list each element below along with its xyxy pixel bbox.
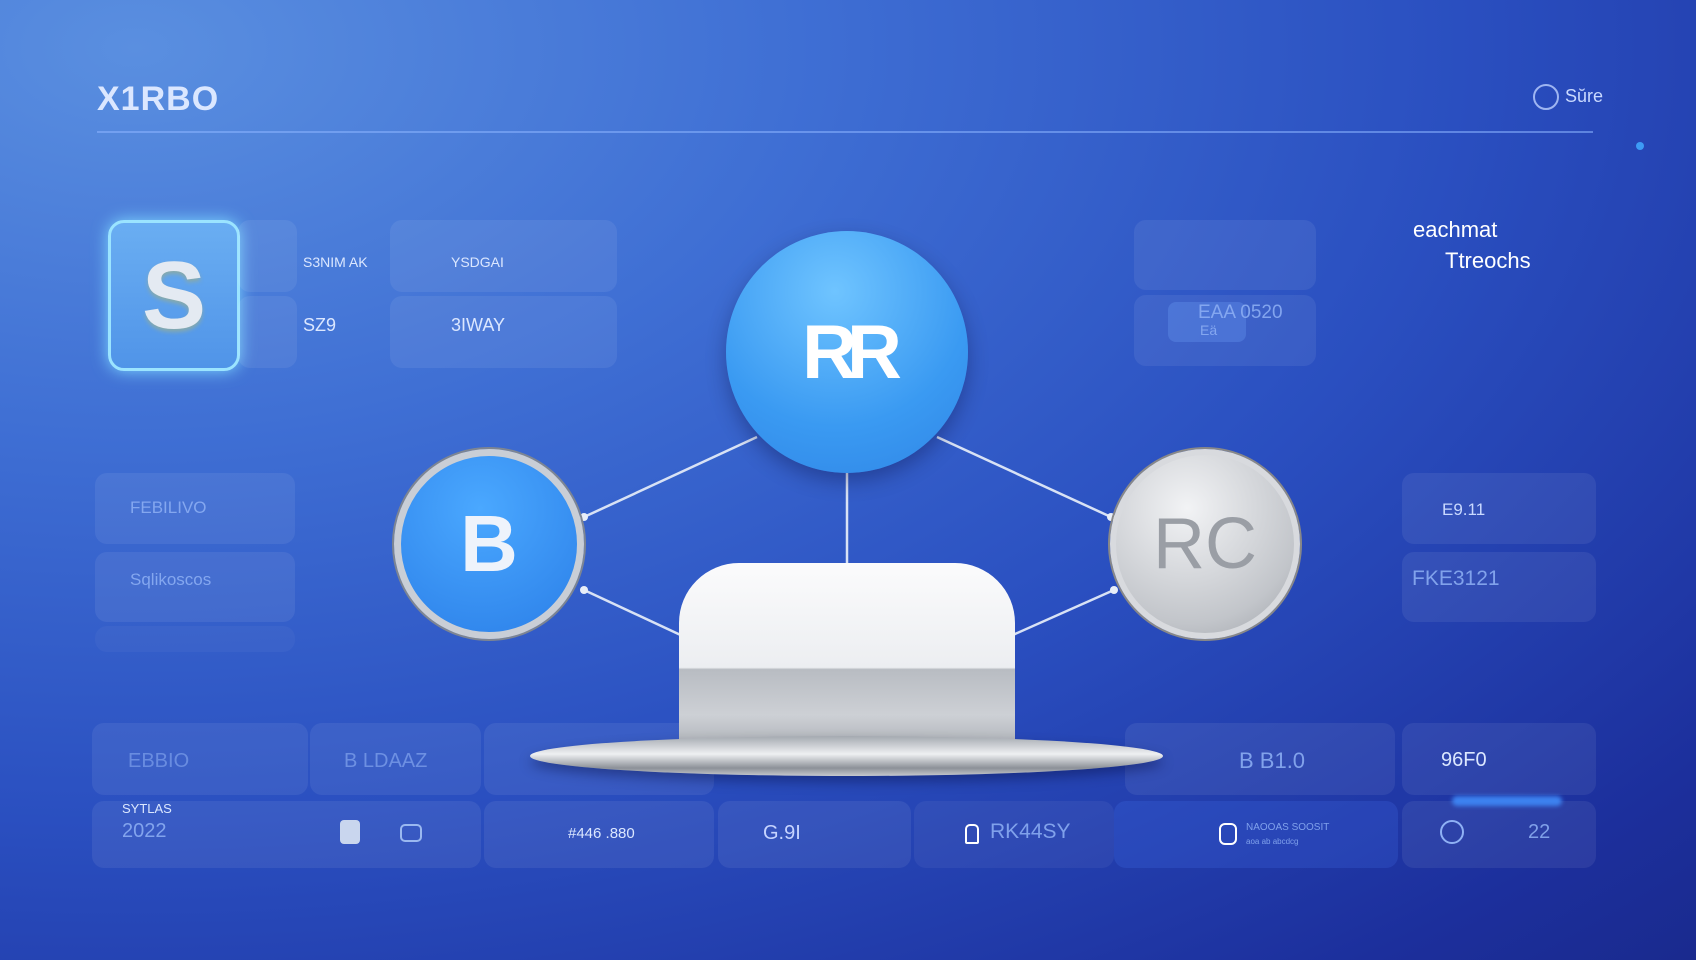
card [1134, 295, 1316, 366]
list-item[interactable]: Sqlikoscos [130, 570, 212, 589]
card [390, 220, 617, 292]
stat-label: YSDGAI [451, 254, 504, 270]
printer-icon[interactable] [340, 820, 360, 844]
hub-base-disk [530, 736, 1163, 776]
node-right-label: RC [1153, 504, 1257, 584]
card [1114, 801, 1398, 868]
app-logo: X1RBO [97, 80, 220, 118]
card [95, 626, 295, 652]
node-center[interactable]: RR [726, 231, 968, 473]
account-icon[interactable] [1533, 84, 1559, 110]
stat-value: EBBIO [128, 750, 190, 772]
card [238, 220, 297, 292]
stat-value: RK44SY [990, 820, 1071, 843]
list-item[interactable]: E9.11 [1442, 500, 1486, 519]
card [92, 723, 308, 795]
card [92, 801, 481, 868]
card [1402, 723, 1596, 795]
card [1402, 473, 1596, 544]
stat-label: NAOOAS SOOSIT [1246, 822, 1330, 833]
list-item[interactable]: FEBILIVO [130, 498, 207, 517]
stat-label: SYTLAS [122, 801, 172, 816]
stat-value: G.9I [763, 822, 801, 844]
waveform-icon [1168, 302, 1246, 342]
stat-label: S3NIM AK [303, 254, 368, 270]
panel-title: Ttreochs [1445, 248, 1531, 273]
card [914, 801, 1114, 868]
card [95, 473, 295, 544]
card [95, 552, 295, 622]
card [1402, 552, 1596, 622]
stat-value: SZ9 [303, 315, 337, 335]
progress-glow [1452, 796, 1562, 806]
node-center-label: RR [802, 309, 902, 395]
stat-sub: Eä [1200, 322, 1218, 338]
phone-icon[interactable] [965, 824, 979, 844]
app-tile-s[interactable]: S [108, 220, 240, 371]
stat-sub: aoa ab abcdcg [1246, 837, 1299, 846]
stat-value: 96F0 [1441, 749, 1487, 771]
card [484, 801, 714, 868]
stat-value: B B1.0 [1239, 748, 1306, 773]
card [238, 296, 297, 368]
account-label[interactable]: Sŭre [1565, 86, 1604, 106]
card [1134, 220, 1316, 290]
stat-value: EAA 0520 [1198, 302, 1283, 323]
stat-value: #446 .880 [568, 825, 635, 842]
device-icon[interactable] [1219, 823, 1237, 845]
node-left-label: B [460, 499, 518, 588]
stat-value: 22 [1528, 821, 1551, 843]
panel-title: eachmat [1413, 217, 1498, 242]
status-dot [1636, 142, 1644, 150]
globe-icon[interactable] [1440, 820, 1464, 844]
device-icon[interactable] [400, 824, 422, 842]
node-left[interactable]: B [394, 449, 584, 639]
card [1125, 723, 1395, 795]
stat-value: B LDAAZ [344, 750, 428, 772]
s-glyph: S [141, 241, 207, 349]
card [310, 723, 481, 795]
header-divider [97, 131, 1593, 133]
card [390, 296, 617, 368]
card [718, 801, 911, 868]
stat-value: 3IWAY [451, 315, 506, 335]
card [1402, 801, 1596, 868]
list-item[interactable]: FKE3121 [1412, 567, 1500, 590]
hub-dome [679, 563, 1015, 753]
stat-value: 2022 [122, 820, 167, 842]
node-right[interactable]: RC [1110, 449, 1300, 639]
